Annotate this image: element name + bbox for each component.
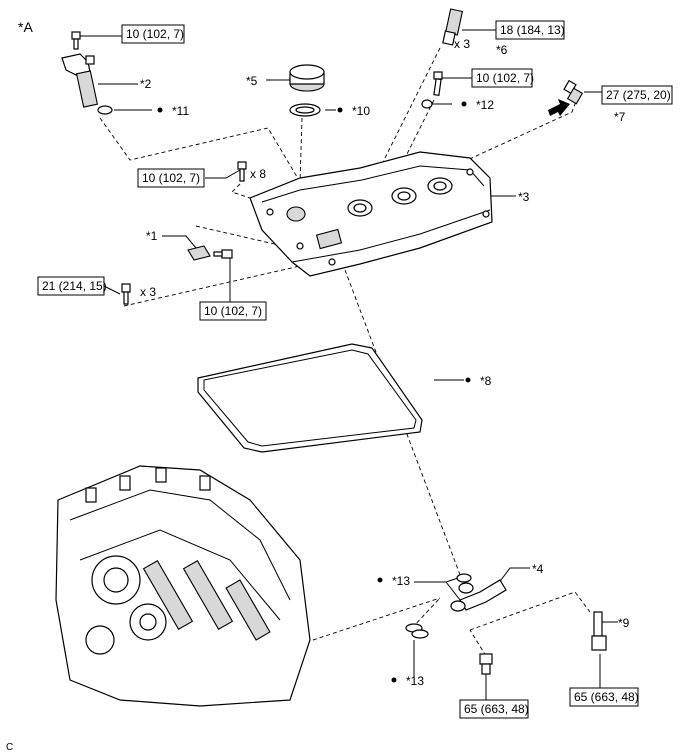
note-dot-icon bbox=[465, 377, 471, 383]
torque-box-top-left: 10 (102, 7) bbox=[121, 24, 185, 44]
callout-6: *6 bbox=[496, 43, 508, 57]
torque-box-cover-bolts: 10 (102, 7) bbox=[137, 168, 205, 188]
callout-2: *2 bbox=[140, 77, 152, 91]
cap-gasket-part bbox=[289, 103, 321, 117]
note-dot-icon bbox=[461, 101, 467, 107]
torque-box-side-bolts: 21 (214, 15) bbox=[37, 276, 107, 296]
stud-bolt-part bbox=[433, 71, 443, 97]
torque-box-spark-plug: 18 (184, 13) bbox=[495, 20, 565, 40]
torque-box-pcv: 27 (275, 20) bbox=[601, 85, 673, 105]
pcv-valve-part bbox=[563, 79, 584, 105]
sensor-bolt-part bbox=[213, 249, 233, 259]
note-dot-icon bbox=[337, 107, 343, 113]
front-arrow-icon bbox=[548, 99, 570, 116]
svg-text:10 (102, 7): 10 (102, 7) bbox=[142, 171, 200, 185]
oil-filler-cap-part bbox=[289, 64, 325, 92]
view-label: *A bbox=[18, 19, 33, 35]
bolt-icon bbox=[71, 31, 81, 50]
callout-7: *7 bbox=[614, 110, 626, 124]
torque-box-union-2: 65 (663, 48) bbox=[569, 687, 639, 707]
oil-control-valve-part bbox=[61, 53, 99, 108]
torque-box-stud: 10 (102, 7) bbox=[471, 68, 534, 88]
callout-8: *8 bbox=[480, 374, 492, 388]
svg-text:18 (184, 13): 18 (184, 13) bbox=[500, 23, 565, 37]
callout-5: *5 bbox=[246, 74, 258, 88]
callout-13-upper: *13 bbox=[392, 574, 410, 588]
callout-3: *3 bbox=[518, 190, 530, 204]
callout-11: *11 bbox=[172, 104, 189, 118]
washer-part bbox=[421, 99, 433, 109]
note-dot-icon bbox=[157, 107, 163, 113]
svg-text:10 (102, 7): 10 (102, 7) bbox=[126, 27, 184, 41]
svg-text:10 (102, 7): 10 (102, 7) bbox=[204, 304, 262, 318]
svg-text:65 (663, 48): 65 (663, 48) bbox=[464, 702, 529, 716]
sensor-part bbox=[187, 245, 211, 261]
union-bolt-2-part bbox=[591, 611, 607, 651]
o-ring-part bbox=[97, 105, 113, 115]
quantity-side-bolts: x 3 bbox=[140, 285, 156, 299]
cover-bolt-part bbox=[237, 161, 247, 182]
head-cover-gasket-part bbox=[197, 343, 423, 453]
torque-box-sensor: 10 (102, 7) bbox=[199, 301, 267, 321]
union-bolt-part bbox=[479, 653, 493, 675]
spark-plug-part bbox=[442, 8, 464, 46]
oil-pipe-part bbox=[450, 579, 507, 612]
callout-12: *12 bbox=[476, 98, 494, 112]
svg-text:65 (663, 48): 65 (663, 48) bbox=[574, 690, 639, 704]
side-bolt-part bbox=[121, 283, 131, 305]
lower-union-gasket-part bbox=[405, 623, 429, 639]
svg-text:10 (102, 7): 10 (102, 7) bbox=[476, 71, 534, 85]
callout-13-lower: *13 bbox=[406, 674, 424, 688]
upper-union-gasket-part bbox=[456, 573, 472, 583]
figure-code: C bbox=[6, 742, 13, 753]
quantity-cover-bolts: x 8 bbox=[250, 167, 266, 181]
svg-text:27 (275, 20): 27 (275, 20) bbox=[606, 88, 671, 102]
callout-4: *4 bbox=[532, 562, 544, 576]
note-dot-icon bbox=[391, 677, 397, 683]
callout-1: *1 bbox=[146, 229, 158, 243]
note-dot-icon bbox=[377, 577, 383, 583]
engine-block-part bbox=[55, 465, 311, 707]
callout-9: *9 bbox=[618, 616, 630, 630]
cylinder-head-cover-part bbox=[249, 151, 493, 277]
torque-box-union-1: 65 (663, 48) bbox=[459, 699, 529, 719]
callout-10: *10 bbox=[352, 104, 370, 118]
quantity-spark-plug: x 3 bbox=[454, 37, 470, 51]
svg-text:21 (214, 15): 21 (214, 15) bbox=[42, 279, 107, 293]
